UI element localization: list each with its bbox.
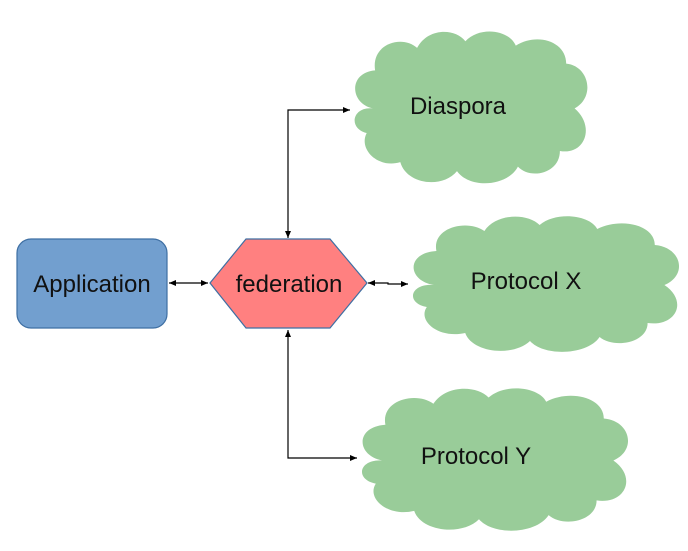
node-application[interactable]: Application: [16, 238, 168, 329]
node-federation[interactable]: federation: [209, 238, 368, 329]
node-protocol-y-label: Protocol Y: [421, 443, 531, 470]
edge-federation-diaspora: [285, 107, 350, 238]
node-diaspora-label: Diaspora: [410, 93, 507, 120]
edge-federation-protocol-y: [285, 330, 357, 461]
node-federation-label: federation: [236, 271, 343, 298]
node-protocol-x-label: Protocol X: [471, 268, 582, 295]
node-protocol-y[interactable]: Protocol Y: [362, 388, 629, 531]
edge-federation-protocol-x: [368, 280, 408, 287]
node-protocol-x[interactable]: Protocol X: [413, 216, 680, 352]
node-diaspora[interactable]: Diaspora: [354, 31, 588, 184]
node-application-label: Application: [33, 271, 150, 298]
